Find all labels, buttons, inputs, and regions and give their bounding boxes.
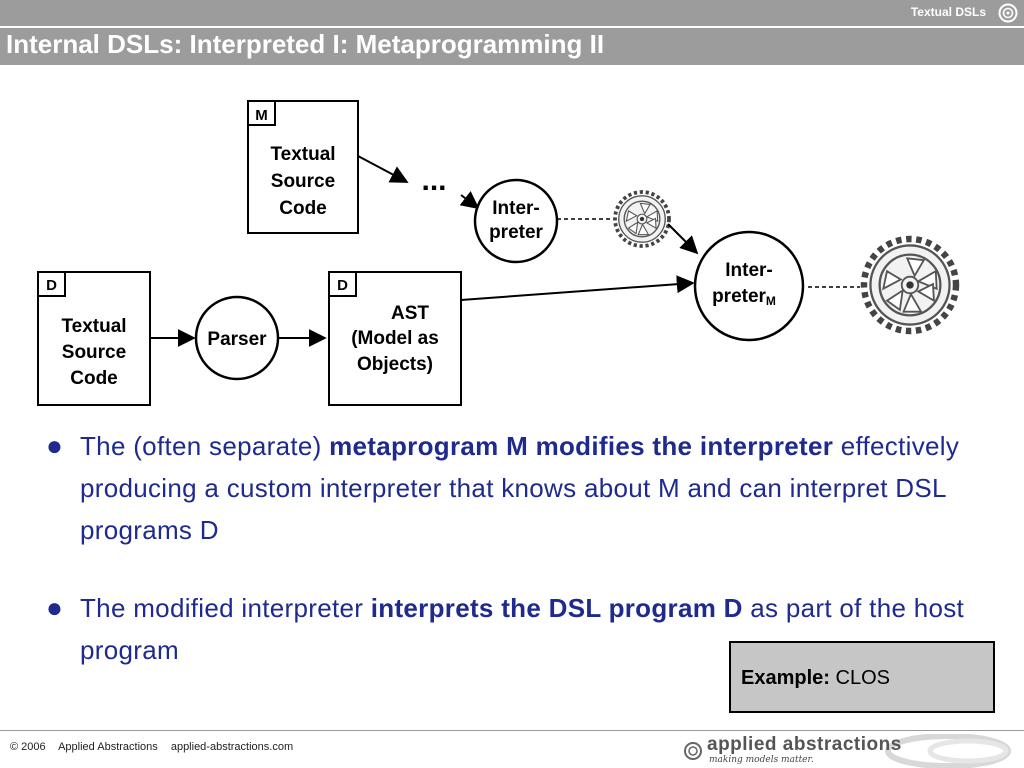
box-m-line-2: Source (271, 171, 335, 192)
interpreter-m-line-1: Inter- (725, 260, 773, 281)
footer-website: applied-abstractions.com (170, 741, 294, 753)
bullet-item: ● The modified interpreter interprets th… (46, 587, 996, 671)
interpreter-node: Inter- preter (473, 178, 559, 264)
interpreter-m-line-2: preter (712, 286, 766, 307)
bullet-dot-icon: ● (46, 592, 64, 623)
example-box: Example: CLOS (729, 641, 995, 713)
large-gear-icon (864, 239, 956, 331)
bullet-bold-text: metaprogram M modifies the interpreter (329, 431, 834, 461)
brand-logo: applied abstractions making models matte… (683, 734, 1024, 768)
section-label: Textual DSLs (910, 5, 986, 19)
arrow-m-to-ellipsis (357, 155, 409, 183)
box-d-tag: D (46, 277, 57, 294)
arrow-ast-to-interpreter-m (460, 275, 695, 301)
footer-info: © 2006 Applied Abstractions applied-abst… (10, 741, 303, 753)
swirl-logo-icon (998, 3, 1018, 23)
ast-line-2: (Model as (351, 328, 439, 349)
example-label: Example: (741, 667, 830, 689)
box-d-line-1: Textual (61, 316, 126, 337)
box-d-line-2: Source (62, 342, 126, 363)
ast-box: D AST (Model as Objects) (328, 271, 462, 406)
brand-tagline: making models matter. (709, 755, 814, 765)
ellipsis: ... (421, 164, 446, 197)
box-m-line-3: Code (279, 198, 327, 219)
parser-label: Parser (207, 329, 267, 350)
brand-name: applied abstractions (707, 734, 902, 755)
ast-line-1: AST (391, 303, 429, 324)
bullet-item: ● The (often separate) metaprogram M mod… (46, 425, 996, 551)
title-bar: Internal DSLs: Interpreted I: Metaprogra… (0, 28, 1024, 65)
bullet-bold-text: interprets the DSL program D (370, 593, 743, 623)
footer-company: Applied Abstractions (58, 741, 158, 753)
parser-node: Parser (194, 295, 280, 381)
box-d-line-3: Code (70, 368, 118, 389)
header-divider (0, 26, 1024, 28)
bullet-list: ● The (often separate) metaprogram M mod… (46, 425, 996, 671)
footer-divider (0, 730, 1024, 731)
bullet-text: as part of the host program (80, 593, 965, 665)
interpreter-m-node: Inter- preterM (693, 230, 805, 342)
metaprogramming-diagram: M Textual Source Code ... Inter- preter … (37, 100, 1024, 406)
box-d-source-code: D Textual Source Code (37, 271, 151, 406)
small-gear-icon (615, 192, 669, 246)
interpreter-m-subscript: M (766, 294, 776, 308)
box-m-tag: M (255, 107, 268, 124)
box-m-source-code: M Textual Source Code (247, 100, 359, 234)
ast-line-3: Objects) (357, 354, 433, 375)
interpreter-line-2: preter (489, 222, 543, 243)
box-m-line-1: Textual (270, 144, 335, 165)
svg-text:preterM: preterM (712, 286, 776, 308)
bullet-text: The (often separate) (80, 431, 330, 461)
example-value: CLOS (835, 667, 890, 689)
arrow-ellipsis-to-interpreter (459, 191, 480, 210)
arrow-gear-to-interpreter-m (667, 223, 699, 255)
bullet-text: effectively producing a custom interpret… (80, 431, 960, 545)
bullet-text: The modified interpreter (80, 593, 371, 623)
footer-copyright: © 2006 (10, 741, 46, 753)
page-title: Internal DSLs: Interpreted I: Metaprogra… (6, 29, 605, 59)
brand-swirl-icon (684, 734, 1011, 768)
bullet-dot-icon: ● (46, 430, 64, 461)
interpreter-line-1: Inter- (492, 198, 540, 219)
ast-tag: D (337, 277, 348, 294)
top-bar: Textual DSLs (0, 0, 1024, 26)
